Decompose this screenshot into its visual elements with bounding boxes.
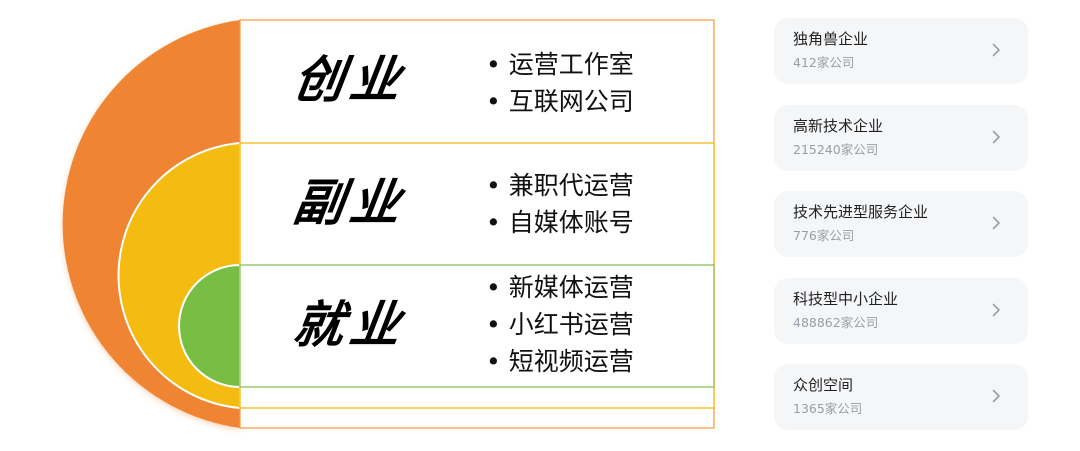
card-title: 科技型中小企业 xyxy=(793,289,899,308)
enterprise-card-advanced-service[interactable]: 技术先进型服务企业 776家公司 xyxy=(774,191,1028,257)
card-title: 独角兽企业 xyxy=(793,30,869,48)
card-count: 215240家公司 xyxy=(793,141,879,157)
tier-box-employment xyxy=(239,264,715,388)
chevron-right-icon xyxy=(992,43,1000,57)
list-item: 互联网公司 xyxy=(486,83,634,120)
list-item: 自媒体账号 xyxy=(486,204,634,241)
tier-items-side-job: 兼职代运营 自媒体账号 xyxy=(486,167,634,241)
tier-startup: 创业 运营工作室 互联网公司 xyxy=(242,20,712,143)
card-title: 高新技术企业 xyxy=(793,116,884,135)
enterprise-card-tech-sme[interactable]: 科技型中小企业 488862家公司 xyxy=(774,277,1028,344)
list-item: 新媒体运营 xyxy=(486,269,634,306)
list-item: 小红书运营 xyxy=(486,306,634,343)
chevron-right-icon xyxy=(992,130,1000,143)
tier-arc-employment xyxy=(178,263,241,389)
enterprise-card-unicorn[interactable]: 独角兽企业 412家公司 xyxy=(774,18,1028,84)
tier-title-side-job: 副业 xyxy=(289,174,411,232)
card-count: 776家公司 xyxy=(793,228,855,243)
chevron-right-icon xyxy=(992,303,1000,316)
list-item: 兼职代运营 xyxy=(486,167,634,204)
tier-title-startup: 创业 xyxy=(289,51,411,109)
tier-items-employment: 新媒体运营 小红书运营 短视频运营 xyxy=(486,269,634,380)
tier-side-job: 副业 兼职代运营 自媒体账号 xyxy=(242,143,712,265)
tier-employment: 就业 新媒体运营 小红书运营 短视频运营 xyxy=(242,265,712,387)
list-item: 短视频运营 xyxy=(486,343,634,380)
card-count: 1365家公司 xyxy=(793,401,863,416)
tier-title-employment: 就业 xyxy=(289,296,411,354)
enterprise-card-list: 独角兽企业 412家公司 高新技术企业 215240家公司 技术先进型服务企业 … xyxy=(774,18,1028,451)
chevron-right-icon xyxy=(992,389,1000,403)
tier-items-startup: 运营工作室 互联网公司 xyxy=(486,46,634,120)
nested-tier-diagram xyxy=(62,19,715,429)
enterprise-card-maker-space[interactable]: 众创空间 1365家公司 xyxy=(774,364,1028,430)
card-title: 众创空间 xyxy=(793,376,854,394)
card-title: 技术先进型服务企业 xyxy=(793,203,929,221)
enterprise-card-high-tech[interactable]: 高新技术企业 215240家公司 xyxy=(774,104,1028,171)
card-count: 488862家公司 xyxy=(793,314,879,330)
chevron-right-icon xyxy=(992,216,1000,230)
card-count: 412家公司 xyxy=(793,55,855,70)
list-item: 运营工作室 xyxy=(486,46,634,83)
